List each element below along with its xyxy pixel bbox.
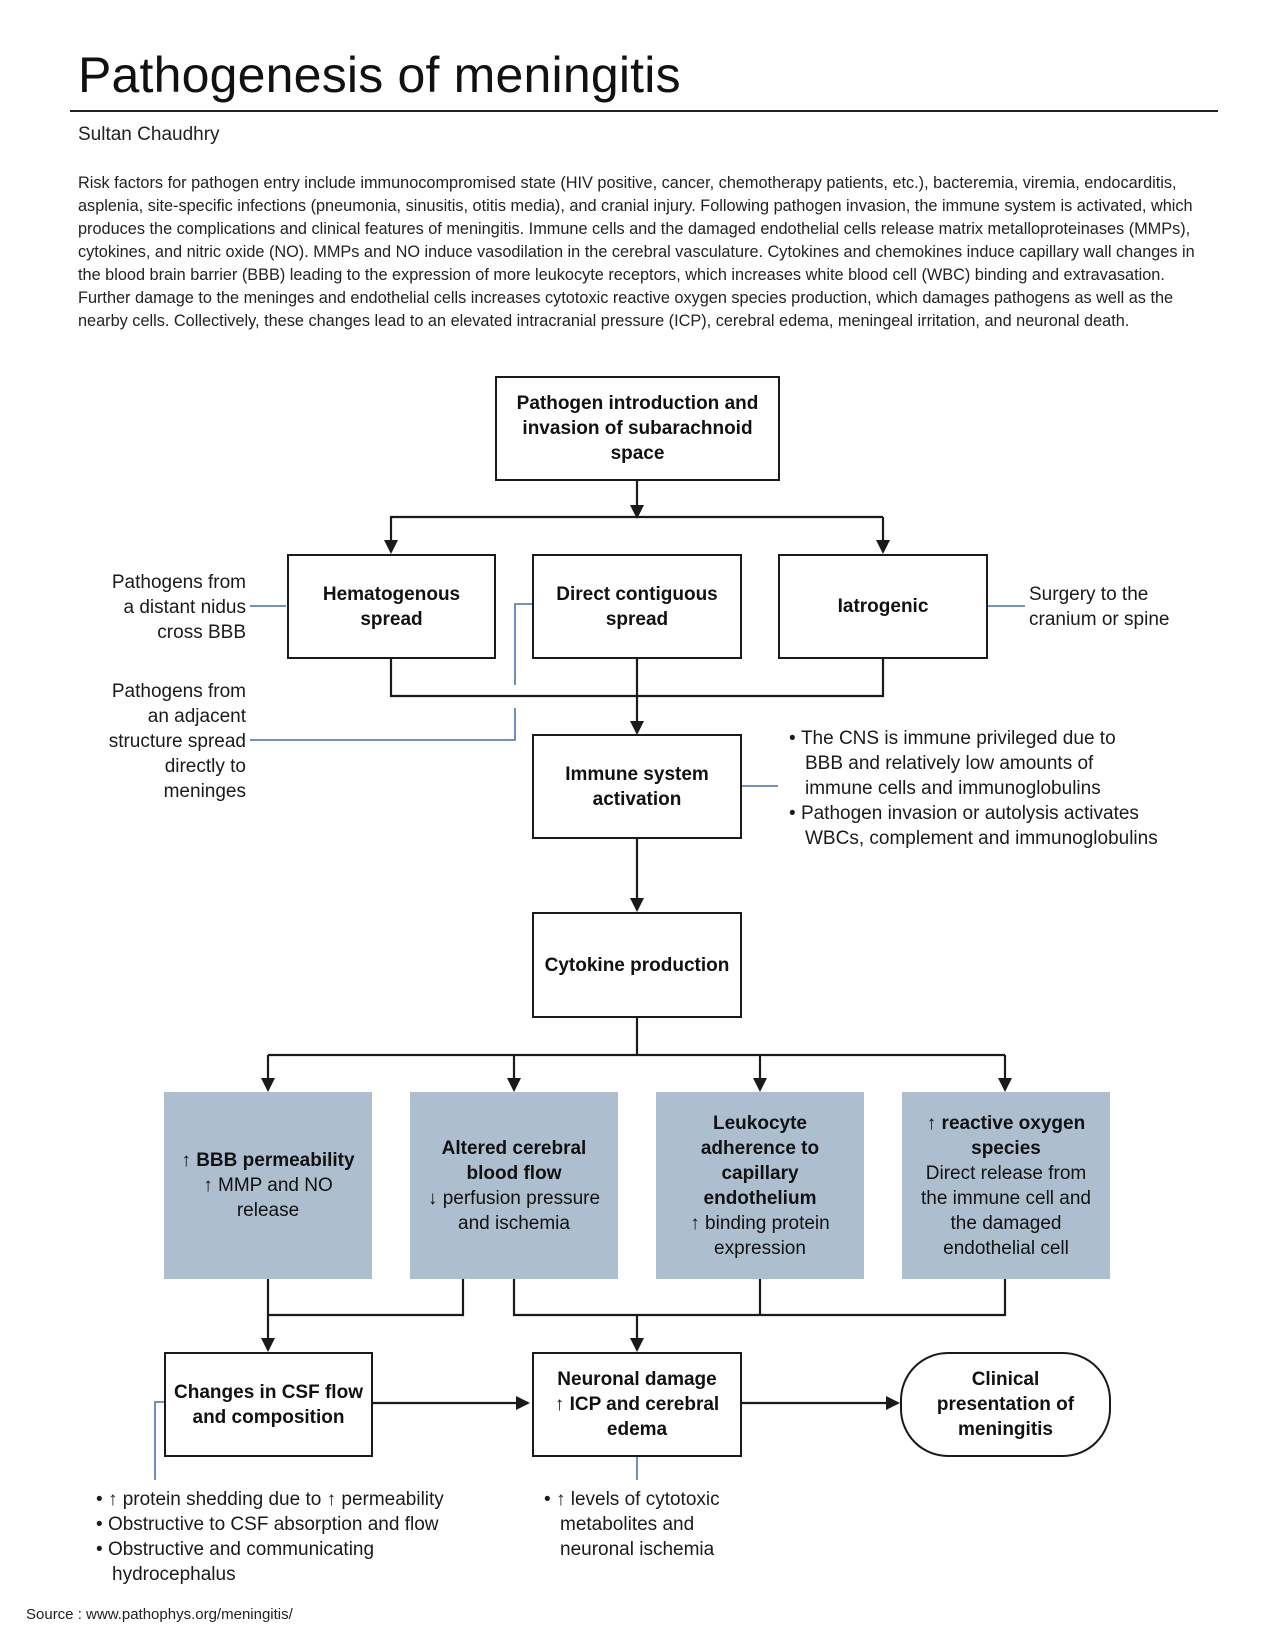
title-divider bbox=[70, 110, 1218, 112]
iatrogenic-box: Iatrogenic bbox=[778, 554, 988, 659]
list-item: Obstructive and communicatinghydrocephal… bbox=[96, 1537, 516, 1587]
note-csf-changes: ↑ protein shedding due to ↑ permeability… bbox=[96, 1487, 516, 1587]
cytokine-production-box: Cytokine production bbox=[532, 912, 742, 1018]
intro-paragraph: Risk factors for pathogen entry include … bbox=[78, 174, 1195, 330]
source-citation: Source : www.pathophys.org/meningitis/ bbox=[26, 1606, 293, 1623]
connector-neuronal-merge bbox=[512, 1278, 1007, 1317]
page-title: Pathogenesis of meningitis bbox=[78, 47, 681, 103]
callout-direct bbox=[250, 603, 532, 741]
list-item: ↑ protein shedding due to ↑ permeability bbox=[96, 1487, 516, 1512]
list-item: Obstructive to CSF absorption and flow bbox=[96, 1512, 516, 1537]
list-item: Pathogen invasion or autolysis activates… bbox=[789, 801, 1209, 851]
connector-bbb-altered-merge bbox=[266, 1278, 465, 1317]
author: Sultan Chaudhry bbox=[78, 124, 220, 145]
callout-csf bbox=[154, 1401, 165, 1480]
